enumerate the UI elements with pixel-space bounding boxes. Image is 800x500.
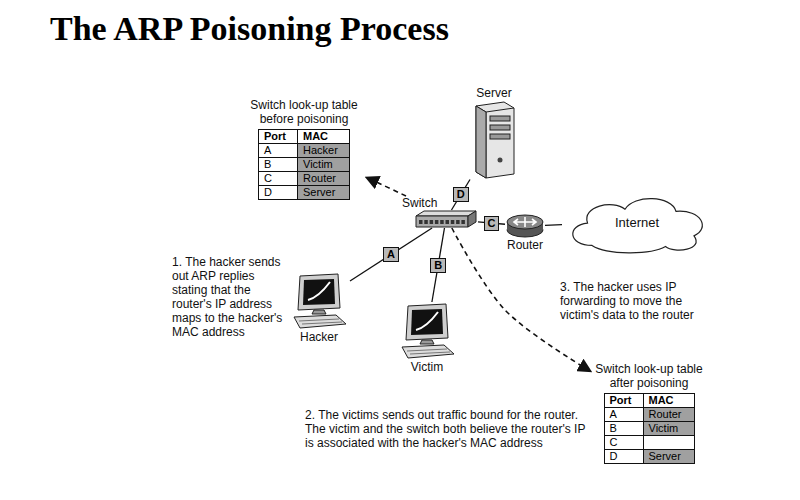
keyboard bbox=[294, 315, 346, 328]
switch-front bbox=[416, 216, 468, 227]
computer-icon bbox=[396, 302, 458, 360]
monitor-screen bbox=[411, 309, 443, 335]
monitor-bezel bbox=[298, 274, 340, 310]
keyboard bbox=[402, 345, 454, 358]
port-label: A bbox=[383, 247, 399, 262]
switch-port bbox=[440, 220, 444, 224]
switch-side bbox=[468, 211, 476, 227]
cloud-label: Internet bbox=[562, 190, 712, 254]
computer-icon bbox=[288, 272, 350, 330]
switch-port bbox=[435, 220, 439, 224]
network-cable bbox=[545, 224, 562, 226]
device-label: Hacker bbox=[300, 330, 338, 344]
switch-port bbox=[419, 220, 423, 224]
computer-node: Hacker bbox=[288, 272, 350, 344]
drive-bay bbox=[490, 125, 510, 130]
switch-port bbox=[456, 220, 460, 224]
network-cable bbox=[350, 228, 432, 281]
drive-bay bbox=[490, 134, 510, 139]
keyboard-keys bbox=[407, 349, 450, 354]
step-note: 3. The hacker uses IP forwarding to move… bbox=[560, 280, 712, 322]
table-cell: Victim bbox=[297, 157, 350, 172]
table-grid: PortMACAHackerBVictimCRouterDServer bbox=[258, 129, 350, 200]
switch-icon bbox=[414, 210, 478, 228]
lookup-table: Switch look-up table after poisoningPort… bbox=[594, 362, 704, 464]
switch-port bbox=[446, 220, 450, 224]
table-heading: Switch look-up table after poisoning bbox=[594, 362, 704, 390]
screen-swoosh bbox=[416, 312, 438, 330]
dashed-arrow bbox=[366, 177, 406, 196]
screen-swoosh bbox=[308, 282, 330, 300]
network-cable bbox=[451, 180, 470, 211]
table-cell: Router bbox=[297, 171, 350, 186]
table-cell: Hacker bbox=[297, 143, 350, 158]
router-icon bbox=[505, 214, 545, 238]
table-cell: Server bbox=[297, 185, 350, 200]
port-label: B bbox=[430, 258, 446, 273]
table-cell: Router bbox=[643, 407, 695, 422]
port-label: C bbox=[484, 216, 500, 231]
table-cell: C bbox=[258, 171, 298, 186]
server-icon bbox=[470, 100, 518, 180]
server-side bbox=[476, 106, 486, 178]
table-cell: A bbox=[604, 407, 644, 422]
step-note: 2. The victims sends out traffic bound f… bbox=[305, 408, 587, 450]
table-cell: D bbox=[604, 449, 644, 464]
table-heading: Switch look-up table before poisoning bbox=[245, 98, 363, 126]
router-top bbox=[507, 215, 543, 229]
monitor-screen bbox=[303, 279, 335, 305]
switch-port bbox=[424, 220, 428, 224]
table-grid: PortMACARouterBVictimCDServer bbox=[604, 393, 695, 464]
table-cell: Server bbox=[643, 449, 695, 464]
switch-port bbox=[461, 220, 465, 224]
router-arrows bbox=[514, 217, 536, 227]
table-cell: C bbox=[604, 435, 644, 450]
router-node: Router bbox=[505, 214, 545, 252]
server-tower bbox=[476, 102, 514, 178]
lookup-table: Switch look-up table before poisoningPor… bbox=[245, 98, 363, 200]
monitor-stand bbox=[312, 310, 326, 314]
table-cell: B bbox=[258, 157, 298, 172]
keyboard-keys bbox=[299, 319, 342, 324]
server-node: Server bbox=[470, 86, 518, 180]
table-cell: A bbox=[258, 143, 298, 158]
table-cell: D bbox=[258, 185, 298, 200]
computer-node: Victim bbox=[396, 302, 458, 374]
table-cell: Port bbox=[604, 393, 644, 408]
table-cell: B bbox=[604, 421, 644, 436]
monitor-stand bbox=[420, 340, 434, 344]
switch-port bbox=[451, 220, 455, 224]
switch-port bbox=[430, 220, 434, 224]
table-cell: MAC bbox=[297, 129, 350, 144]
drive-bay bbox=[490, 116, 510, 121]
table-cell: Victim bbox=[643, 421, 695, 436]
internet-cloud: Internet bbox=[562, 190, 712, 254]
server-edge bbox=[476, 106, 514, 178]
device-label: Server bbox=[476, 86, 511, 100]
table-cell: Port bbox=[258, 129, 298, 144]
step-note: 1. The hacker sends out ARP replies stat… bbox=[172, 255, 284, 339]
device-label: Router bbox=[507, 238, 543, 252]
page-title: The ARP Poisoning Process bbox=[50, 10, 449, 48]
device-label: Victim bbox=[411, 360, 443, 374]
power-button bbox=[498, 158, 503, 163]
device-label: Switch bbox=[402, 196, 437, 210]
empty-cell bbox=[643, 435, 695, 450]
monitor-bezel bbox=[406, 304, 448, 340]
table-cell: MAC bbox=[643, 393, 695, 408]
port-label: D bbox=[453, 187, 469, 202]
switch-top bbox=[416, 211, 476, 216]
